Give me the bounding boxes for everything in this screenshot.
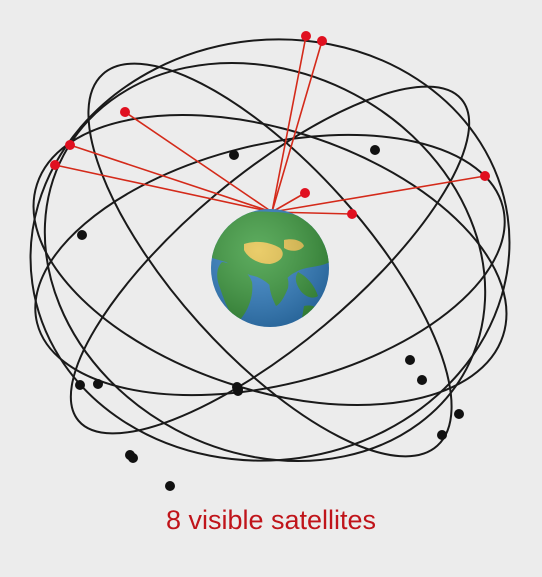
visible-satellite-group — [50, 31, 490, 219]
hidden-satellite — [93, 379, 103, 389]
hidden-satellite — [75, 380, 85, 390]
earth-globe — [211, 209, 329, 327]
hidden-satellite — [454, 409, 464, 419]
visible-satellite — [317, 36, 327, 46]
hidden-satellite — [77, 230, 87, 240]
signal-line — [271, 175, 486, 213]
orbit-ellipse — [43, 62, 487, 462]
caption-visible-satellites: 8 visible satellites — [165, 505, 377, 535]
visible-satellite — [65, 140, 75, 150]
visible-satellite — [301, 31, 311, 41]
hidden-satellite-group — [75, 145, 464, 491]
hidden-satellite — [233, 384, 243, 394]
visible-satellite — [480, 171, 490, 181]
orbit-ellipse — [32, 114, 508, 406]
visible-satellite — [347, 209, 357, 219]
visible-satellite — [300, 188, 310, 198]
signal-line — [271, 35, 307, 213]
signal-line — [271, 192, 306, 213]
hidden-satellite — [437, 430, 447, 440]
hidden-satellite — [417, 375, 427, 385]
hidden-satellite — [405, 355, 415, 365]
visible-satellite — [50, 160, 60, 170]
visible-satellite — [120, 107, 130, 117]
hidden-satellite — [370, 145, 380, 155]
orbit-ellipse — [69, 85, 471, 435]
signal-line-group — [54, 35, 486, 215]
signal-line — [271, 40, 323, 213]
signal-line — [54, 164, 273, 213]
signal-line — [69, 144, 273, 213]
orbit-ellipse — [29, 38, 511, 462]
signal-line — [124, 111, 273, 213]
hidden-satellite — [165, 481, 175, 491]
orbit-ellipse — [87, 62, 453, 458]
orbit-ellipse — [34, 133, 506, 397]
orbit-group — [29, 38, 511, 462]
hidden-satellite — [128, 453, 138, 463]
hidden-satellite — [229, 150, 239, 160]
